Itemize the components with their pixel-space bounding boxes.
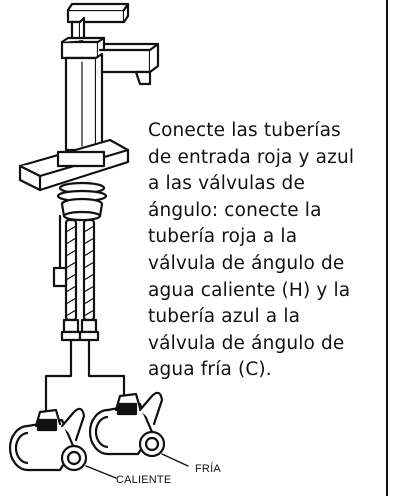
instruction-line: válvula de ángulo de	[148, 252, 345, 274]
cold-valve-label: FRÍA	[195, 463, 221, 475]
hot-valve-label: CALIENTE	[116, 474, 172, 486]
instruction-line: agua caliente (H) y la	[148, 279, 351, 301]
mounting-hardware	[56, 181, 108, 222]
connection-lines	[44, 348, 126, 422]
faucet-handle	[66, 2, 130, 44]
cold-angle-valve	[88, 391, 166, 458]
installation-instructions: Conecte las tuberías de entrada roja y a…	[148, 118, 384, 384]
instruction-line: de entrada roja y azul	[148, 146, 355, 168]
instruction-line: agua fría (C).	[148, 359, 272, 381]
hose-fittings	[60, 318, 100, 352]
instruction-line: tubería azul a la	[148, 306, 301, 328]
instruction-line: ángulo: conecte la	[148, 199, 322, 221]
faucet-body	[60, 36, 160, 152]
instruction-line: válvula de ángulo de	[148, 332, 345, 354]
label-leaders	[85, 453, 189, 479]
instruction-line: a las válvulas de	[148, 173, 305, 195]
deck-plate	[18, 138, 130, 192]
instruction-line: tubería roja a la	[148, 226, 298, 248]
supply-hoses	[52, 214, 96, 322]
frame-border	[386, 0, 388, 496]
hot-angle-valve	[8, 407, 88, 472]
instruction-line: Conecte las tuberías	[148, 120, 341, 141]
